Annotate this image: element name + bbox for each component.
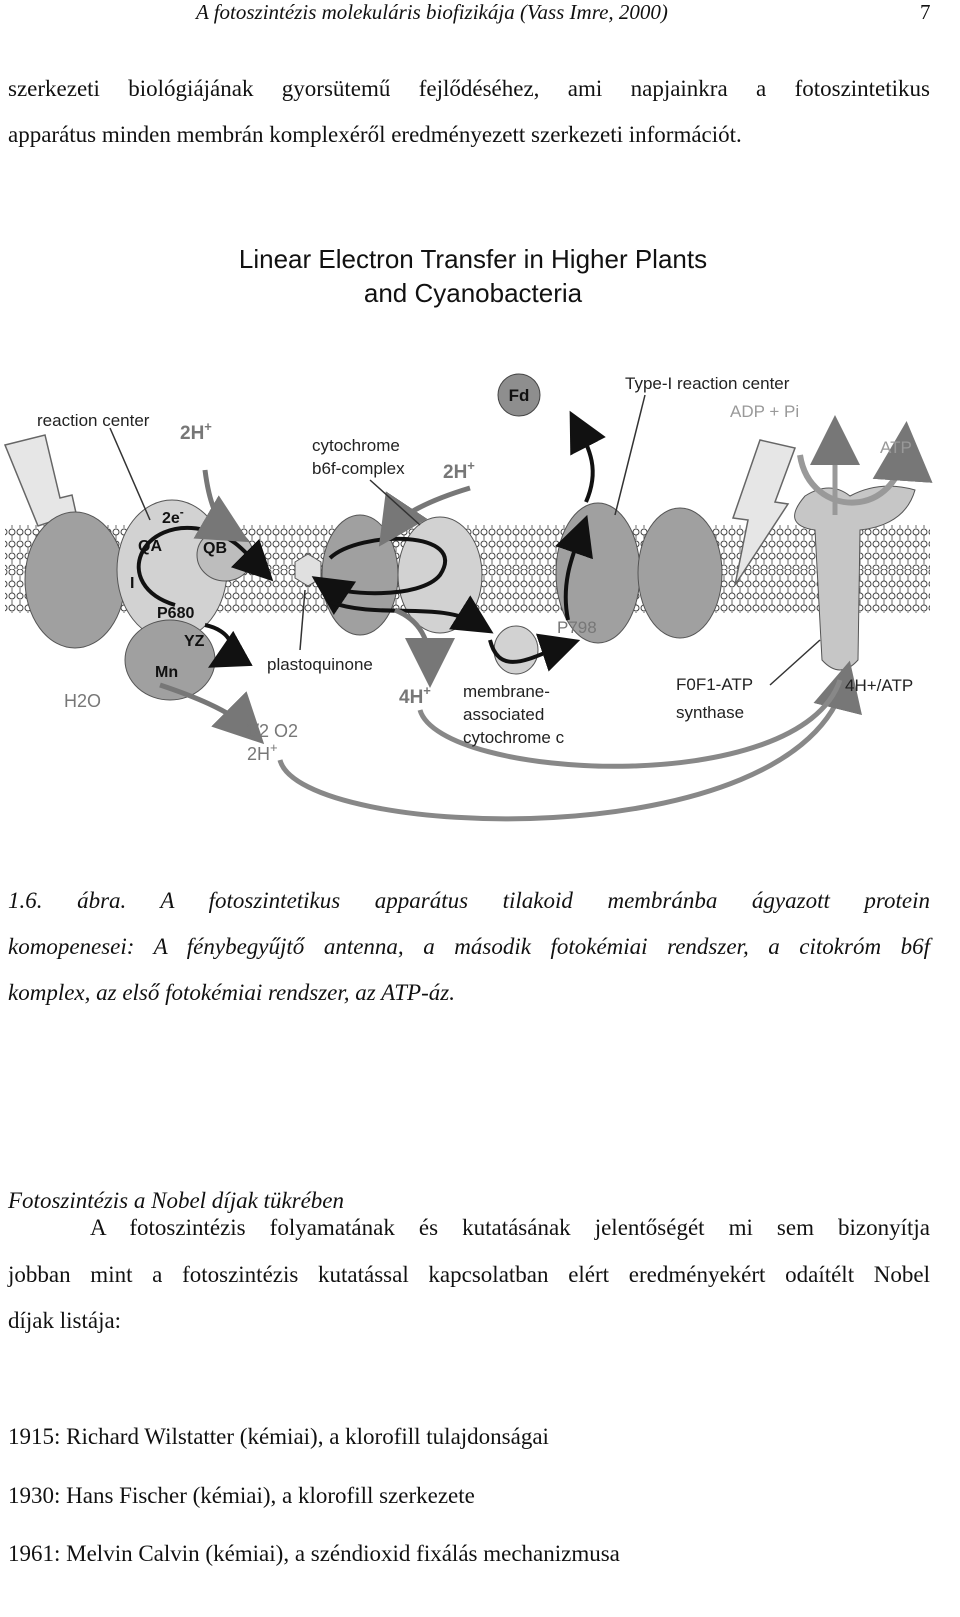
- electron-transfer-figure: Linear Electron Transfer in Higher Plant…: [0, 240, 960, 860]
- atp-cycle-arrow: [797, 421, 933, 506]
- label-cytochrome-2: b6f-complex: [312, 459, 405, 478]
- antenna-right: [637, 507, 723, 639]
- figure-caption-line-1: 1.6. ábra. A fotoszintetikus apparátus t…: [8, 888, 930, 913]
- proton-return-short: [417, 679, 843, 769]
- page-header: A fotoszintézis molekuláris biofizikája …: [0, 0, 960, 30]
- water-arrow: [159, 682, 265, 745]
- label-atp: ATP: [880, 438, 912, 457]
- label-2h-bottom: 2H+: [247, 740, 278, 764]
- label-h2o: H2O: [64, 691, 101, 711]
- intro-line-2: apparátus minden membrán komplexéről ere…: [8, 122, 742, 147]
- label-4h-atp: 4H+/ATP: [845, 676, 913, 695]
- label-qa: QA: [138, 538, 162, 555]
- label-mac-3: cytochrome c: [463, 728, 565, 747]
- label-i: I: [130, 575, 134, 592]
- label-2h-mid: 2H+: [443, 458, 475, 483]
- electron-path-pq-cytb6f: [311, 536, 448, 615]
- cytochrome-c: [493, 625, 539, 675]
- page-number: 7: [920, 0, 931, 24]
- antenna-left: [24, 511, 126, 649]
- proton-arrow-cytb6f: [378, 485, 471, 547]
- label-4h: 4H+: [399, 683, 431, 708]
- label-mn: Mn: [155, 664, 178, 681]
- section-para-line-1: A fotoszintézis folyamatának és kutatásá…: [90, 1215, 930, 1240]
- label-2h-left: 2H+: [180, 419, 212, 444]
- label-fd: Fd: [509, 386, 530, 405]
- pointer-plastoquinone: [299, 589, 306, 651]
- label-type1: Type-I reaction center: [625, 374, 790, 393]
- label-2e: 2e-: [162, 505, 184, 527]
- label-qb: QB: [203, 540, 227, 557]
- label-p798: P798: [557, 618, 597, 637]
- pointer-type1: [614, 394, 646, 516]
- section-para-line-3: díjak listája:: [8, 1308, 122, 1333]
- electron-path-yz: [204, 623, 253, 668]
- nobel-list-item: 1961: Melvin Calvin (kémiai), a széndiox…: [8, 1541, 620, 1566]
- electron-path-cytc-psi: [488, 633, 581, 672]
- label-half-o2: 1/2 O2: [244, 721, 298, 741]
- figure-title-line-1: Linear Electron Transfer in Higher Plant…: [239, 244, 707, 274]
- figure-caption-line-2: komopenesei: A fénybegyűjtő antenna, a m…: [8, 934, 930, 959]
- label-yz: YZ: [184, 633, 205, 650]
- running-title: A fotoszintézis molekuláris biofizikája …: [196, 0, 668, 24]
- cytb6f-left: [321, 514, 399, 636]
- nobel-list-item: 1915: Richard Wilstatter (kémiai), a klo…: [8, 1424, 549, 1449]
- figure-caption-line-3: komplex, az első fotokémiai rendszer, az…: [8, 980, 455, 1005]
- figure-title-line-2: and Cyanobacteria: [364, 278, 583, 308]
- pointer-fof1: [769, 639, 821, 686]
- label-reaction-center: reaction center: [37, 411, 150, 430]
- nobel-list-item: 1930: Hans Fischer (kémiai), a klorofill…: [8, 1483, 475, 1508]
- electron-path-psi-up: [555, 514, 593, 621]
- figure-diagram: Linear Electron Transfer in Higher Plant…: [3, 244, 933, 822]
- label-fof1-2: synthase: [676, 703, 744, 722]
- label-fof1-1: F0F1-ATP: [676, 675, 753, 694]
- atp-synthase: [794, 485, 916, 671]
- electron-path-p680-qb: [136, 526, 274, 607]
- section-para-line-2: jobban mint a fotoszintézis kutatással k…: [8, 1262, 930, 1287]
- pointer-cytochrome: [369, 479, 421, 526]
- proton-return-long: [277, 660, 862, 822]
- label-cytochrome-1: cytochrome: [312, 436, 400, 455]
- section-title: Fotoszintézis a Nobel díjak tükrében: [8, 1188, 345, 1213]
- intro-line-1: szerkezeti biológiájának gyorsütemű fejl…: [8, 76, 930, 101]
- proton-arrow-4h: [394, 607, 455, 688]
- light-bolt-right-icon: [731, 439, 797, 586]
- proton-arrow-qb: [193, 469, 250, 543]
- label-p680: P680: [157, 605, 194, 622]
- label-plastoquinone: plastoquinone: [267, 655, 373, 674]
- ferredoxin: [497, 373, 541, 417]
- label-mac-1: membrane-: [463, 682, 550, 701]
- label-mac-2: associated: [463, 705, 544, 724]
- label-adp: ADP + Pi: [730, 402, 799, 421]
- electron-path-cytb6f-cytc: [329, 595, 494, 634]
- pointer-reaction-center: [109, 427, 151, 521]
- electron-path-psi-fd: [569, 410, 606, 503]
